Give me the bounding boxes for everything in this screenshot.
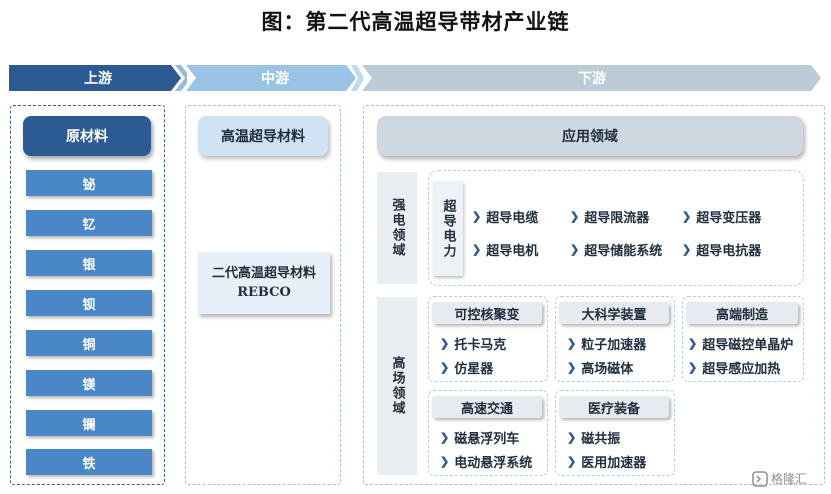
- stage-downstream-arrow: [362, 65, 821, 91]
- midstream-column: [185, 105, 341, 485]
- bullet-icon: ❯: [688, 337, 698, 350]
- group-medical-equipment: [555, 390, 675, 476]
- strong-item: ❯超导变压器: [682, 210, 762, 226]
- medical-item: ❯磁共振: [567, 431, 621, 447]
- high-field-label: 高场领域: [377, 297, 417, 475]
- fusion-item: ❯仿星器: [440, 361, 494, 377]
- bullet-icon: ❯: [682, 210, 692, 223]
- stage-midstream: 中游: [186, 65, 364, 91]
- big-science-item: ❯高场磁体: [567, 361, 634, 377]
- big-science-item: ❯粒子加速器: [567, 337, 647, 353]
- application-field-header: 应用领域: [377, 116, 803, 156]
- manufacturing-item: ❯超导感应加热: [688, 361, 781, 377]
- bullet-icon: ❯: [682, 243, 692, 256]
- stage-upstream-arrow: [9, 65, 187, 91]
- material-silver: 银: [26, 250, 152, 276]
- strong-item: ❯超导储能系统: [570, 243, 663, 259]
- material-lanthanum: 镧: [26, 410, 152, 436]
- bullet-icon: ❯: [567, 431, 577, 444]
- bullet-icon: ❯: [688, 361, 698, 374]
- group-fusion-header: 可控核聚变: [432, 302, 542, 324]
- watermark-logo-icon: [752, 470, 768, 487]
- stage-downstream: 下游: [362, 65, 822, 91]
- material-barium: 钡: [26, 290, 152, 316]
- stage-midstream-arrow: [186, 65, 364, 91]
- group-medical-equipment-header: 医疗装备: [559, 396, 669, 418]
- diagram-title: 图：第二代高温超导带材产业链: [261, 9, 570, 34]
- group-high-speed-transport-header: 高速交通: [432, 396, 542, 418]
- watermark: 格隆汇: [752, 470, 807, 487]
- medical-item: ❯医用加速器: [567, 455, 647, 471]
- group-high-speed-transport: [428, 390, 548, 476]
- material-copper: 铜: [26, 330, 152, 356]
- strong-item: ❯超导限流器: [570, 210, 650, 226]
- bullet-icon: ❯: [567, 337, 577, 350]
- material-yttrium: 钇: [26, 210, 152, 236]
- material-iron: 铁: [26, 449, 152, 475]
- hts-material-header: 高温超导材料: [198, 116, 328, 156]
- rebco-product-code: REBCO: [237, 285, 291, 300]
- bullet-icon: ❯: [567, 361, 577, 374]
- bullet-icon: ❯: [570, 243, 580, 256]
- group-fusion: [428, 296, 548, 382]
- downstream-column: [363, 105, 825, 485]
- transport-item: ❯电动悬浮系统: [440, 455, 533, 471]
- fusion-item: ❯托卡马克: [440, 337, 507, 353]
- superconducting-power-label: 超导电力: [433, 181, 463, 276]
- material-magnesium: 镁: [26, 370, 152, 396]
- bullet-icon: ❯: [472, 243, 482, 256]
- material-bismuth: 铋: [26, 170, 152, 196]
- strong-item: ❯超导电抗器: [682, 243, 762, 259]
- strong-item: ❯超导电机: [472, 243, 539, 259]
- stage-midstream-label: 中游: [261, 71, 289, 87]
- rebco-product-box: 二代高温超导材料 REBCO: [198, 252, 330, 314]
- manufacturing-item: ❯超导磁控单晶炉: [688, 337, 794, 353]
- bullet-icon: ❯: [570, 210, 580, 223]
- group-high-end-manufacturing: [682, 296, 804, 382]
- transport-item: ❯磁悬浮列车: [440, 431, 520, 447]
- strong-item: ❯超导电缆: [472, 210, 539, 226]
- raw-materials-header: 原材料: [23, 116, 151, 156]
- bullet-icon: ❯: [472, 210, 482, 223]
- strong-electric-box: [428, 170, 804, 286]
- upstream-column: [10, 105, 165, 485]
- strong-electric-label: 强电领域: [377, 172, 417, 284]
- rebco-product-name: 二代高温超导材料: [211, 266, 316, 281]
- stage-upstream-label: 上游: [84, 71, 112, 87]
- group-big-science: [555, 296, 675, 382]
- watermark-text: 格隆汇: [771, 472, 808, 486]
- bullet-icon: ❯: [440, 361, 450, 374]
- bullet-icon: ❯: [440, 337, 450, 350]
- bullet-icon: ❯: [440, 455, 450, 468]
- group-big-science-header: 大科学装置: [559, 302, 669, 324]
- group-high-end-manufacturing-header: 高端制造: [686, 302, 798, 324]
- bullet-icon: ❯: [567, 455, 577, 468]
- stage-upstream: 上游: [9, 65, 187, 91]
- bullet-icon: ❯: [440, 431, 450, 444]
- stage-downstream-label: 下游: [578, 71, 606, 87]
